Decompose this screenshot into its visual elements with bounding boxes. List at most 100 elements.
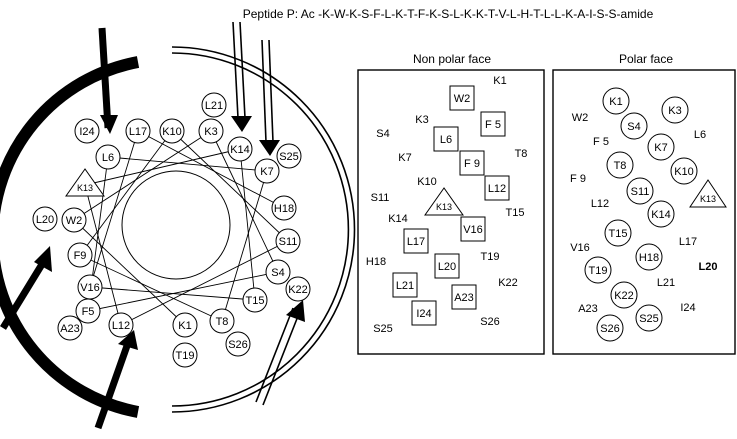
wheel-chord	[87, 271, 279, 312]
polar-residue-i24: I24	[680, 302, 695, 314]
wheel-chord	[89, 130, 139, 288]
wheel-residue-t8: T8	[209, 308, 235, 334]
wheel-chord	[84, 184, 122, 326]
polar-residue-f9: F 9	[570, 173, 586, 185]
svg-text:I24: I24	[416, 308, 431, 320]
nonpolar-residue-k13: K13	[424, 187, 464, 216]
svg-text:T19: T19	[176, 350, 195, 362]
wheel-residue-s11: S11	[275, 228, 301, 254]
polar-residue-s11: S11	[626, 177, 654, 205]
polar-residue-a23: A23	[578, 303, 598, 315]
svg-text:L17: L17	[129, 126, 147, 138]
svg-text:F 5: F 5	[593, 136, 609, 148]
wheel-chord	[84, 148, 241, 186]
nonpolar-residue-t8: T8	[515, 148, 528, 160]
polar-residue-s25: S25	[635, 304, 663, 332]
svg-text:L20: L20	[699, 261, 718, 273]
polar-residue-k10: K10	[670, 157, 698, 185]
polar-face-title: Polar face	[619, 52, 673, 66]
wheel-chord	[137, 130, 285, 209]
nonpolar-residue-f9: F 9	[459, 150, 485, 176]
nonpolar-residue-k14: K14	[388, 213, 408, 225]
svg-text:K13: K13	[77, 183, 93, 193]
wheel-residue-v16: V16	[77, 274, 103, 300]
svg-text:S25: S25	[373, 323, 393, 335]
svg-text:T19: T19	[589, 265, 608, 277]
polar-residue-v16: V16	[570, 242, 590, 254]
polar-residue-k14: K14	[647, 200, 675, 228]
wheel-residue-k22: K22	[285, 276, 311, 302]
svg-text:A23: A23	[454, 292, 474, 304]
wheel-residue-f5: F5	[75, 298, 101, 324]
wheel-residue-l21: L21	[201, 92, 227, 118]
nonpolar-residue-v16: V16	[460, 216, 486, 242]
wheel-chord	[210, 130, 279, 273]
nonpolar-residue-s25: S25	[373, 323, 393, 335]
svg-text:K10: K10	[162, 126, 182, 138]
wheel-residue-l6: L6	[95, 144, 121, 170]
svg-text:L6: L6	[440, 134, 452, 146]
svg-text:W2: W2	[66, 215, 83, 227]
svg-text:K22: K22	[288, 284, 308, 296]
svg-text:K1: K1	[609, 96, 622, 108]
svg-text:K10: K10	[417, 176, 437, 188]
svg-text:K14: K14	[230, 144, 250, 156]
wheel-residue-s26: S26	[225, 331, 251, 357]
svg-text:K7: K7	[260, 166, 273, 178]
double-arrows	[231, 21, 305, 406]
nonpolar-residue-h18: H18	[366, 256, 386, 268]
svg-text:A23: A23	[578, 303, 598, 315]
wheel-residues: L21K3K14K7S25H18S11S4K22T15T8S26T19K1L12…	[32, 92, 311, 368]
svg-text:K3: K3	[204, 126, 217, 138]
wheel-residue-l12: L12	[108, 312, 134, 338]
svg-text:A23: A23	[60, 323, 80, 335]
wheel-residue-k10: K10	[159, 118, 185, 144]
svg-text:S11: S11	[371, 192, 390, 204]
svg-text:S11: S11	[279, 236, 298, 248]
svg-text:F 9: F 9	[570, 173, 586, 185]
nonpolar-face-title: Non polar face	[413, 52, 491, 66]
nonpolar-face-panel	[357, 69, 545, 355]
svg-text:V16: V16	[463, 224, 483, 236]
wheel-residue-k13: K13	[65, 168, 105, 197]
wheel-residue-s25: S25	[276, 143, 302, 169]
wheel-residue-w2: W2	[61, 207, 87, 233]
svg-text:K10: K10	[674, 166, 694, 178]
svg-text:I24: I24	[680, 302, 695, 314]
polar-residue-t15: T15	[604, 219, 632, 247]
polar-residue-l6: L6	[694, 129, 706, 141]
svg-text:T8: T8	[614, 160, 627, 172]
wheel-chord	[107, 156, 268, 172]
wheel-center	[121, 170, 231, 280]
svg-text:L20: L20	[438, 261, 456, 273]
nonpolar-residue-t15: T15	[506, 207, 525, 219]
svg-text:T15: T15	[609, 228, 628, 240]
svg-text:L12: L12	[112, 320, 130, 332]
polar-residue-l12: L12	[591, 198, 609, 210]
nonpolar-arc	[0, 56, 140, 418]
peptide-sequence-title: Peptide P: Ac -K-W-K-S-F-L-K-T-F-K-S-L-K…	[243, 7, 654, 21]
wheel-residue-t15: T15	[242, 287, 268, 313]
svg-text:K14: K14	[388, 213, 408, 225]
svg-text:S26: S26	[228, 339, 248, 351]
svg-text:W2: W2	[454, 93, 471, 105]
wheel-residue-l20: L20	[32, 206, 58, 232]
nonpolar-residue-w2: W2	[449, 85, 475, 111]
polar-residue-t8: T8	[606, 151, 634, 179]
svg-text:T8: T8	[216, 316, 229, 328]
polar-residue-k3: K3	[661, 96, 689, 124]
svg-text:L6: L6	[102, 152, 114, 164]
svg-text:T15: T15	[246, 295, 265, 307]
wheel-residue-i24: I24	[74, 118, 100, 144]
svg-text:L12: L12	[488, 183, 506, 195]
svg-text:W2: W2	[572, 112, 589, 124]
nonpolar-residue-k10: K10	[417, 176, 437, 188]
nonpolar-residue-i24: I24	[411, 300, 437, 326]
nonpolar-residue-l20: L20	[434, 253, 460, 279]
wheel-residue-k7: K7	[254, 158, 280, 184]
polar-residue-k13: K13	[689, 179, 727, 208]
polar-residue-l21: L21	[657, 277, 675, 289]
wheel-residue-k3: K3	[198, 118, 224, 144]
